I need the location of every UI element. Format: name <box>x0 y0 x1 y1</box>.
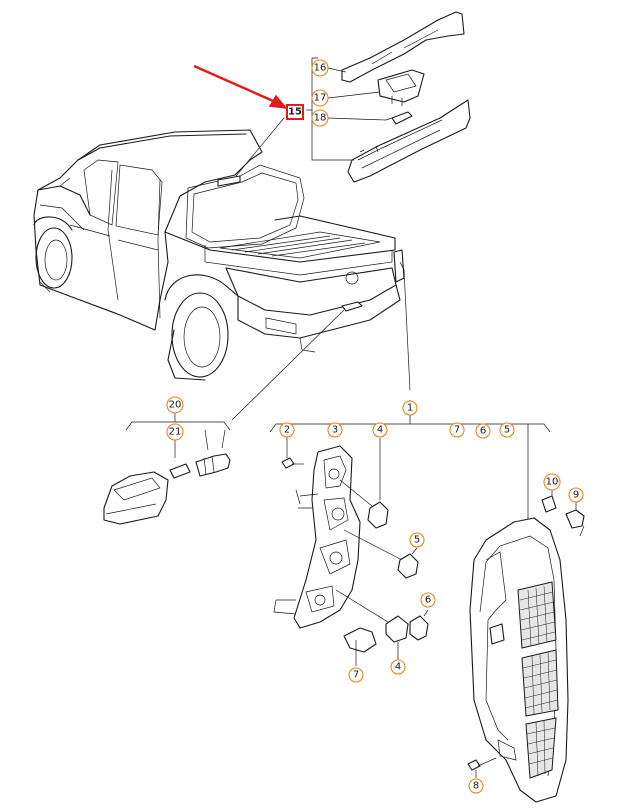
tail-light-housing <box>469 517 569 803</box>
callout-4-top-label: 4 <box>377 425 383 436</box>
callout-21-label: 21 <box>169 427 182 438</box>
callout-21[interactable]: 21 <box>166 423 184 441</box>
callout-16-label: 16 <box>314 63 327 74</box>
callout-10-label: 10 <box>546 477 559 488</box>
callout-17-label: 17 <box>314 93 327 104</box>
callout-4-bottom-label: 4 <box>395 662 401 673</box>
callout-15-highlighted[interactable]: 15 <box>286 104 304 120</box>
callout-20[interactable]: 20 <box>166 396 184 414</box>
callout-2-label: 2 <box>284 425 290 436</box>
callout-3[interactable]: 3 <box>327 422 343 438</box>
bulb-holder-plate <box>273 445 361 629</box>
callout-5-bulb[interactable]: 5 <box>409 532 425 548</box>
screw-part-2 <box>281 436 304 469</box>
callout-1[interactable]: 1 <box>402 400 418 416</box>
callout-8-label: 8 <box>473 781 479 792</box>
callout-17[interactable]: 17 <box>311 89 329 107</box>
callout-5-bulb-label: 5 <box>414 535 420 546</box>
callout-2[interactable]: 2 <box>279 422 295 438</box>
callout-7-top[interactable]: 7 <box>449 422 465 438</box>
callout-3-label: 3 <box>332 425 338 436</box>
callout-1-label: 1 <box>407 403 413 414</box>
callout-9[interactable]: 9 <box>568 487 584 503</box>
callout-20-label: 20 <box>169 400 182 411</box>
callout-18-label: 18 <box>314 113 327 124</box>
licence-plate-lamp-assembly <box>103 412 231 525</box>
highlight-arrow <box>193 64 288 109</box>
callout-18[interactable]: 18 <box>311 109 329 127</box>
callout-6-top-label: 6 <box>480 426 486 437</box>
callout-7-bottom[interactable]: 7 <box>348 667 364 683</box>
callout-6-bulb[interactable]: 6 <box>420 592 436 608</box>
callout-15-label: 15 <box>288 107 302 118</box>
callout-4-top[interactable]: 4 <box>372 422 388 438</box>
callout-5-top[interactable]: 5 <box>499 422 515 438</box>
screw-part-8 <box>467 757 497 778</box>
third-brake-light-assembly <box>306 11 471 183</box>
callout-leaders-top <box>318 67 387 161</box>
callout-7-top-label: 7 <box>454 425 460 436</box>
callout-6-top[interactable]: 6 <box>475 423 491 439</box>
callout-7-bottom-label: 7 <box>353 670 359 681</box>
callout-5-top-label: 5 <box>504 425 510 436</box>
callout-6-bulb-label: 6 <box>425 595 431 606</box>
callout-10[interactable]: 10 <box>543 473 561 491</box>
callout-4-bottom[interactable]: 4 <box>390 659 406 675</box>
callout-8[interactable]: 8 <box>468 778 484 794</box>
pickup-truck-illustration <box>33 129 405 381</box>
leader-lines-truck <box>231 117 411 421</box>
fasteners-9-10 <box>541 488 585 537</box>
callout-9-label: 9 <box>573 490 579 501</box>
bulbs-group <box>335 438 429 666</box>
callout-16[interactable]: 16 <box>311 59 329 77</box>
